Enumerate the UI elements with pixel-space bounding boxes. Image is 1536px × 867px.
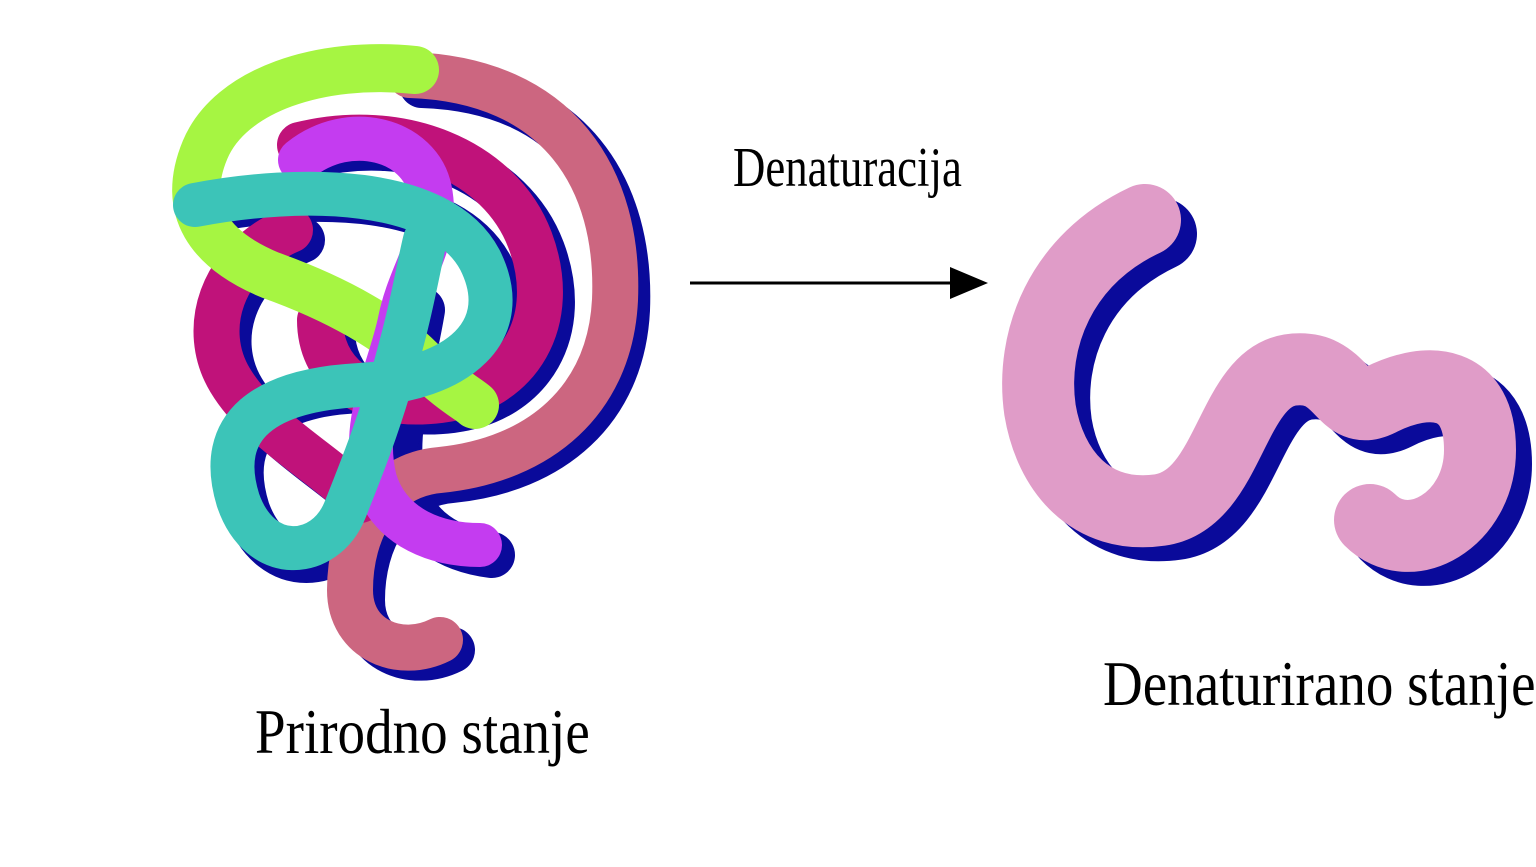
native-state-label: Prirodno stanje <box>255 696 590 767</box>
denaturation-arrow <box>690 267 988 299</box>
native-chain-rose <box>327 52 639 671</box>
native-protein-illustration <box>172 44 651 681</box>
denatured-chain <box>1002 184 1516 572</box>
arrow-head <box>950 267 988 299</box>
denatured-protein-illustration <box>1002 184 1532 586</box>
native-chain-teal <box>173 171 513 571</box>
denatured-state-label: Denaturirano stanje <box>1103 648 1536 719</box>
process-label: Denaturacija <box>733 137 962 199</box>
